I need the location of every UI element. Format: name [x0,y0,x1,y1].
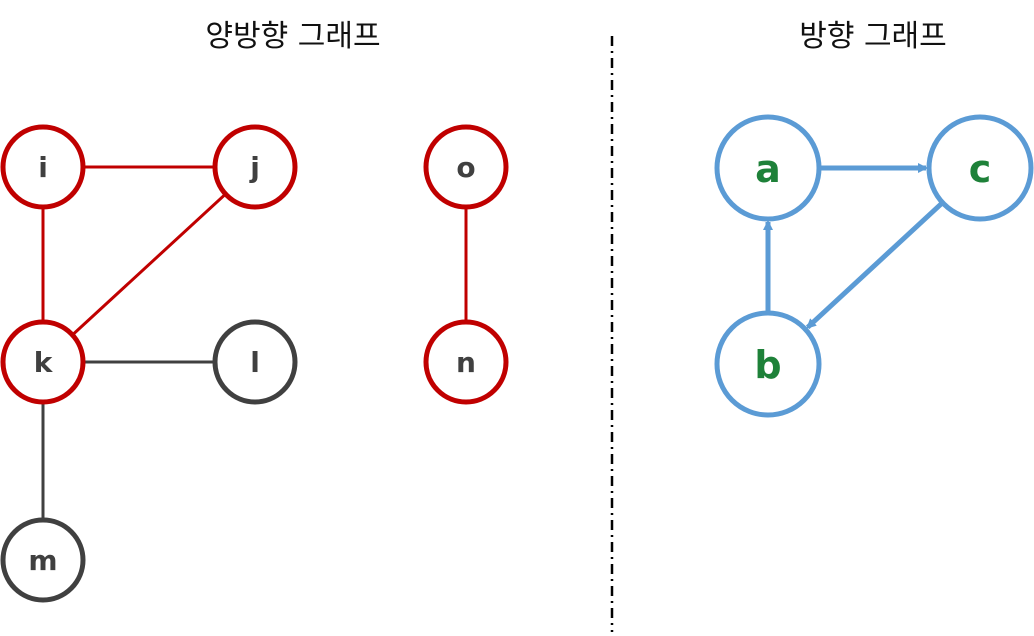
node-i-label: i [38,151,48,184]
node-m-label: m [28,544,57,577]
node-m-circle [0,517,86,603]
arrow-c-b [805,201,944,330]
node-j: j [212,124,298,210]
node-o-circle [423,124,509,210]
node-m: m [0,517,86,603]
node-b: b [714,310,822,418]
node-n: n [423,319,509,405]
undirected-graph-title: 양방향 그래프 [205,19,380,54]
node-a-circle [714,114,822,222]
node-o-label: o [456,151,475,184]
node-o: o [423,124,509,210]
node-j-label: j [249,151,260,184]
node-k: k [0,319,86,405]
node-k-label: k [34,346,54,379]
node-l-label: l [250,346,260,379]
node-k-circle [0,319,86,405]
node-i: i [0,124,86,210]
edge-j-k [41,165,257,364]
node-i-circle [0,124,86,210]
node-l: l [212,319,298,405]
directed-graph-title: 방향 그래프 [799,19,947,54]
node-c-circle [926,114,1034,222]
node-j-circle [212,124,298,210]
node-n-label: n [456,346,476,379]
node-a-label: a [755,147,781,191]
node-c-label: c [969,147,992,191]
nodes-layer: i j k l m o n a c b [0,114,1034,603]
node-n-circle [423,319,509,405]
node-c: c [926,114,1034,222]
node-b-label: b [754,343,781,387]
node-b-circle [714,310,822,418]
node-a: a [714,114,822,222]
node-l-circle [212,319,298,405]
